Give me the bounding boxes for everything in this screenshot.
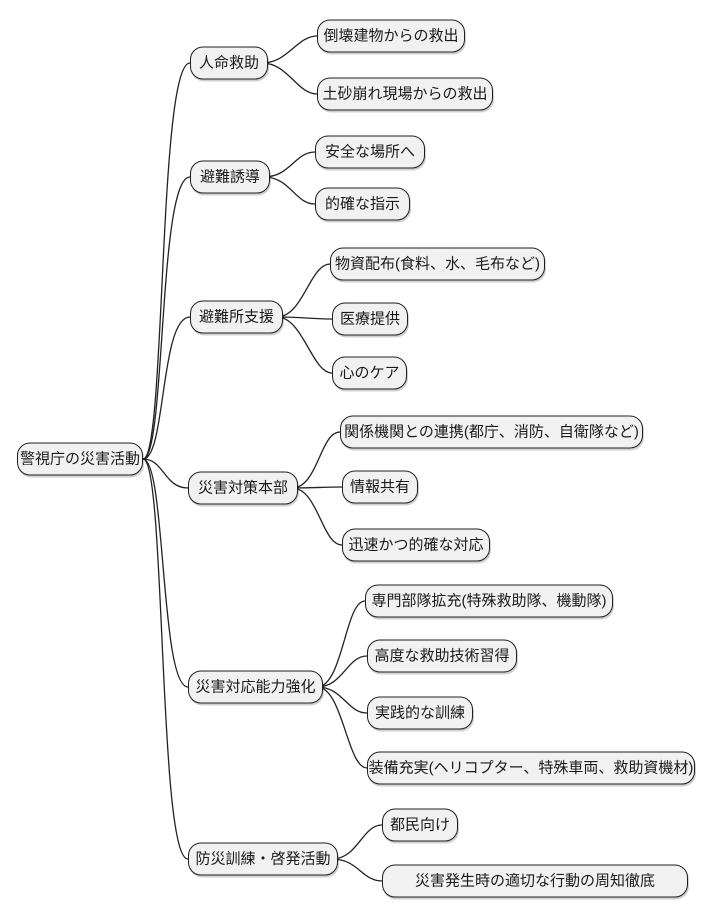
leaf-node-landslide-rescue: 土砂崩れ現場からの救出 [317, 77, 493, 111]
branch-node-shelter-support: 避難所支援 [190, 300, 283, 334]
leaf-node-advanced-rescue-skills: 高度な救助技術習得 [367, 639, 517, 673]
leaf-node-equipment-enhancement: 装備充実(ヘリコプター、特殊車両、救助資機材) [367, 751, 695, 785]
leaf-node-information-sharing: 情報共有 [342, 470, 418, 504]
leaf-node-special-units-expansion: 専門部隊拡充(特殊救助隊、機動隊) [365, 584, 613, 618]
leaf-node-medical-care: 医療提供 [332, 302, 408, 336]
leaf-node-collapsed-building-rescue: 倒壊建物からの救出 [317, 19, 465, 53]
leaf-node-rapid-accurate-response: 迅速かつ的確な対応 [342, 528, 490, 562]
leaf-node-for-citizens: 都民向け [382, 808, 458, 842]
branch-node-evacuation-guidance: 避難誘導 [190, 160, 270, 194]
root-node: 警視庁の災害活動 [17, 442, 143, 476]
branch-node-capability-strengthening: 災害対応能力強化 [188, 670, 323, 704]
leaf-node-practical-training: 実践的な訓練 [367, 696, 473, 730]
branch-node-life-rescue: 人命救助 [190, 46, 268, 80]
leaf-node-safe-place: 安全な場所へ [315, 135, 425, 169]
leaf-node-agency-cooperation: 関係機関との連携(都庁、消防、自衛隊など) [340, 415, 643, 449]
leaf-node-supply-distribution: 物資配布(食料、水、毛布など) [330, 247, 545, 281]
leaf-node-mental-care: 心のケア [332, 356, 407, 390]
branch-node-training-awareness: 防災訓練・啓発活動 [188, 842, 338, 876]
branch-node-disaster-hq: 災害対策本部 [188, 471, 298, 505]
leaf-node-disseminate-proper-actions: 災害発生時の適切な行動の周知徹底 [382, 864, 688, 898]
leaf-node-accurate-instructions: 的確な指示 [315, 187, 410, 221]
